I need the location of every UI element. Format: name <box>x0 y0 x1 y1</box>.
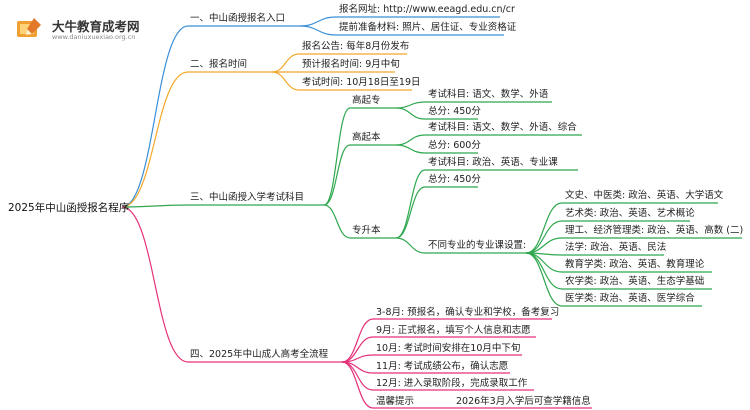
zsb-subjects: 考试科目: 政治、英语、专业课 <box>428 157 558 168</box>
gqz-subjects: 考试科目: 语文、数学、外语 <box>428 89 549 100</box>
major-item: 法学: 政治、英语、民法 <box>565 242 667 253</box>
leaf-link <box>395 237 426 254</box>
leaf-link <box>525 252 563 307</box>
entry-website: 报名网址: http://www.eeagd.edu.cn/cr <box>339 4 515 15</box>
leaf-link <box>341 361 374 409</box>
leaf-link <box>271 53 300 73</box>
branch-subjects: 三、中山函授入学考试科目 <box>190 192 305 203</box>
leaf-link <box>525 252 563 273</box>
process-step: 9月: 正式报名，填写个人信息和志愿 <box>376 325 531 336</box>
process-step: 10月: 考试时间安排在10月中下旬 <box>376 343 521 354</box>
book-pencil-icon <box>17 18 41 37</box>
process-tip-label: 温馨提示 <box>376 396 415 407</box>
process-step: 12月: 进入录取阶段，完成录取工作 <box>376 378 528 389</box>
leaf-link <box>525 220 563 254</box>
process-tip-text: 2026年3月入学后可查学籍信息 <box>456 396 591 407</box>
time-register: 预计报名时间: 9月中旬 <box>302 59 400 70</box>
gqz-label: 高起专 <box>352 95 381 106</box>
branch-link <box>121 206 189 363</box>
branch-link <box>121 25 189 208</box>
major-item: 教育学类: 政治、英语、教育理论 <box>565 259 705 270</box>
leaf-link <box>271 71 300 91</box>
major-item: 艺术类: 政治、英语、艺术概论 <box>565 208 695 219</box>
major-item: 理工、经济管理类: 政治、英语、高数 (二) <box>565 225 744 236</box>
major-item: 医学类: 政治、英语、医学综合 <box>565 293 695 304</box>
leaf-link <box>323 204 351 239</box>
leaf-link <box>395 169 426 239</box>
gqz-total: 总分: 450分 <box>428 106 481 117</box>
leaf-link <box>395 186 426 239</box>
leaf-link <box>323 107 351 206</box>
gqb-label: 高起本 <box>352 132 381 143</box>
leaf-link <box>395 134 426 146</box>
branch-link <box>121 71 189 208</box>
brand-url: www.daniuxuexiao.org.cn <box>52 33 136 41</box>
brand-name: 大牛教育成考网 <box>52 19 140 34</box>
leaf-link <box>395 144 426 154</box>
leaf-link <box>299 25 337 36</box>
zsb-label: 专升本 <box>352 225 381 236</box>
branch-link <box>121 204 189 208</box>
entry-materials: 提前准备材料: 照片、居住证、专业资格证 <box>339 22 517 33</box>
gqb-total: 总分: 600分 <box>428 140 481 151</box>
leaf-link <box>395 101 426 109</box>
major-item: 农学类: 政治、英语、生态学基础 <box>565 276 705 287</box>
major-item: 文史、中医类: 政治、英语、大学语文 <box>565 190 724 201</box>
process-step: 3-8月: 预报名，确认专业和学校，备考复习 <box>376 307 560 318</box>
gqb-subjects: 考试科目: 语文、数学、外语、综合 <box>428 122 577 133</box>
zsb-total: 总分: 450分 <box>428 174 481 185</box>
leaf-link <box>299 16 337 27</box>
branch-time: 二、报名时间 <box>190 59 248 70</box>
leaf-link <box>395 107 426 120</box>
branch-entry: 一、中山函授报名入口 <box>190 13 286 24</box>
zsb-major-label: 不同专业的专业课设置: <box>428 240 527 251</box>
time-exam: 考试时间: 10月18日至19日 <box>302 77 421 88</box>
root-node: 2025年中山函授报名程序 <box>8 202 130 214</box>
leaf-link <box>323 144 351 206</box>
process-step: 11月: 考试成绩公布，确认志愿 <box>376 361 509 372</box>
time-notice: 报名公告: 每年8月份发布 <box>302 41 410 52</box>
branch-process: 四、2025年中山成人高考全流程 <box>190 349 329 360</box>
